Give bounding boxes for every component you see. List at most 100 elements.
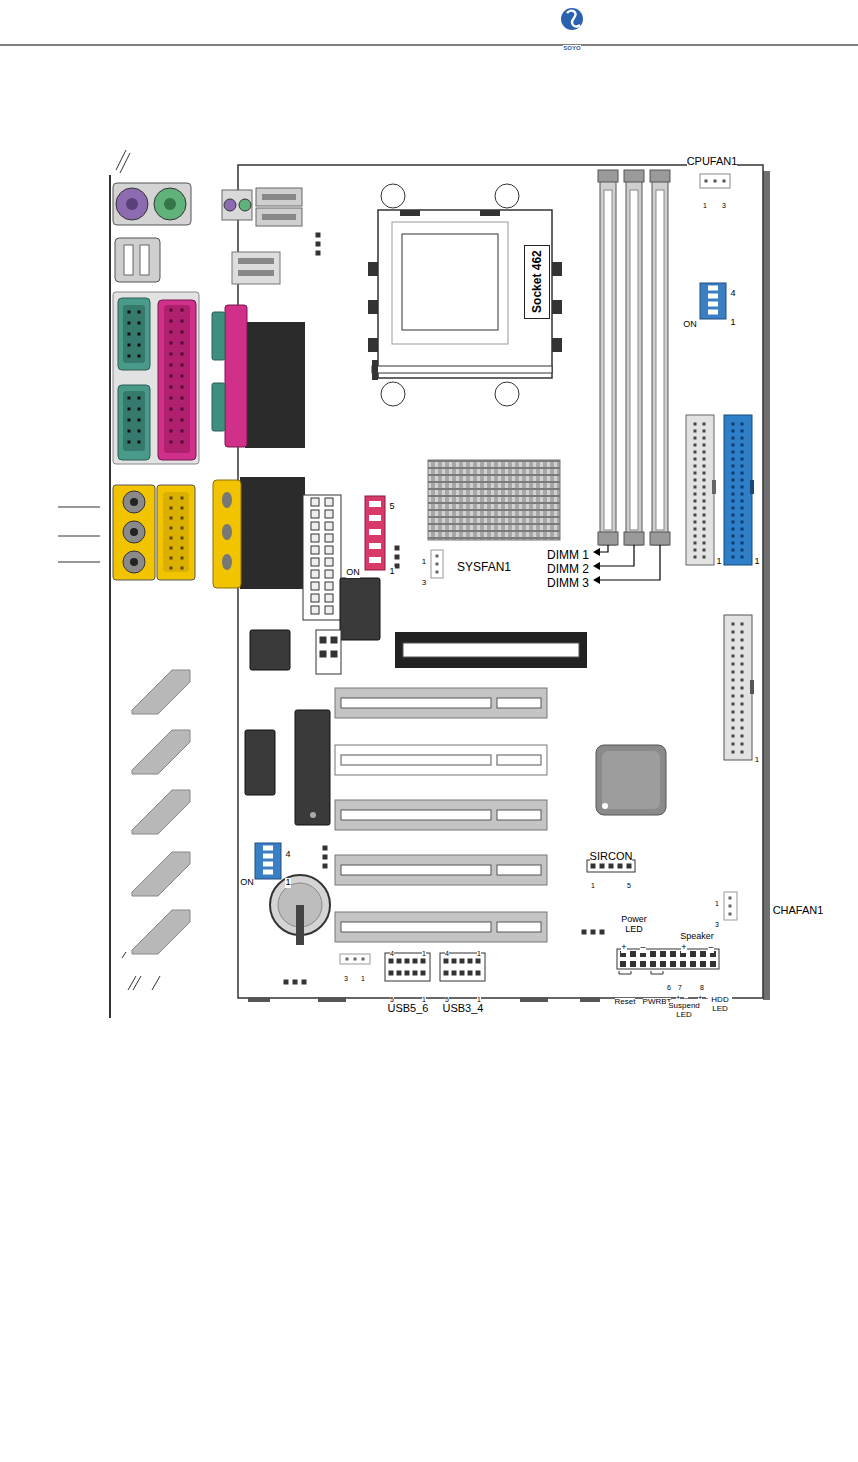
label-holder: 5	[389, 495, 394, 513]
audio-leader-line	[58, 536, 100, 537]
pci-slot	[335, 800, 547, 830]
pin-number: 3	[422, 579, 426, 588]
pin	[263, 870, 273, 875]
pin	[703, 493, 706, 496]
back-panel-ports	[113, 183, 199, 580]
brand-logo	[561, 8, 583, 30]
pin	[369, 543, 381, 549]
label-holder: SIRCON	[590, 846, 633, 864]
pin	[600, 930, 605, 935]
pin-number: 1	[477, 950, 481, 958]
label-holder: 5	[627, 874, 631, 892]
cpu-socket	[378, 210, 552, 378]
pin	[128, 441, 131, 444]
pin	[741, 679, 744, 682]
pin	[325, 510, 333, 518]
page-rule	[0, 44, 858, 45]
pin	[732, 458, 735, 461]
back-panel-ports	[164, 305, 190, 453]
pin-number: 1	[422, 558, 426, 567]
pin-grid	[694, 423, 706, 559]
onboard-io-connector	[262, 214, 296, 220]
pin-number: 1	[716, 557, 721, 567]
pin	[732, 507, 735, 510]
pin	[741, 727, 744, 730]
pin	[732, 472, 735, 475]
pin	[170, 408, 173, 411]
pin	[650, 951, 656, 957]
cpu-socket	[381, 184, 405, 208]
pin	[170, 557, 173, 560]
pin	[284, 980, 289, 985]
pin	[468, 959, 473, 964]
back-panel-ports	[124, 245, 133, 275]
pci-slot	[341, 922, 491, 932]
label-holder: 1	[422, 942, 426, 960]
front-panel-label: Suspend LED	[666, 1002, 702, 1020]
pin	[741, 695, 744, 698]
pin	[694, 507, 697, 510]
pin	[138, 419, 141, 422]
pin	[703, 521, 706, 524]
pin	[181, 408, 184, 411]
pin-grid	[620, 951, 716, 967]
pin	[741, 535, 744, 538]
pin	[703, 451, 706, 454]
pin	[362, 958, 365, 961]
back-panel-ports	[130, 528, 138, 536]
pin	[181, 567, 184, 570]
pin	[181, 353, 184, 356]
pin-grid	[128, 311, 141, 358]
label-holder: +	[676, 986, 681, 1004]
pin	[741, 735, 744, 738]
board-connector	[750, 480, 754, 494]
switch-on-marker: ON	[346, 568, 360, 578]
pin	[316, 251, 321, 256]
pin-number: 7	[678, 984, 682, 992]
pin	[395, 555, 400, 560]
onboard-io-connector	[256, 188, 302, 206]
pin-grid	[732, 623, 744, 754]
pin	[311, 522, 319, 530]
pin	[138, 344, 141, 347]
pin	[170, 441, 173, 444]
onboard-io-connector	[212, 188, 305, 589]
pin	[346, 958, 349, 961]
pin	[170, 419, 173, 422]
front-panel-label: –	[708, 943, 713, 953]
pin-grid	[708, 286, 718, 315]
pin	[714, 180, 717, 183]
audio-leader-line	[58, 507, 100, 562]
pin-grid	[732, 423, 744, 559]
pin	[128, 355, 131, 358]
label-holder: 8	[700, 976, 704, 994]
pin	[703, 500, 706, 503]
back-panel-edge	[122, 952, 126, 958]
pin	[311, 558, 319, 566]
pin	[405, 971, 410, 976]
switch-on-marker: ON	[240, 878, 254, 888]
pin	[741, 430, 744, 433]
pin	[703, 437, 706, 440]
pin	[369, 529, 381, 535]
pin	[369, 557, 381, 563]
pin	[700, 951, 706, 957]
front-panel-label: +	[698, 994, 703, 1003]
pin-grid	[582, 930, 605, 935]
pin-number: 4	[730, 289, 735, 299]
pin	[311, 570, 319, 578]
pin	[170, 364, 173, 367]
pin	[703, 542, 706, 545]
pin-grid	[284, 980, 307, 985]
pin	[325, 498, 333, 506]
pin	[741, 423, 744, 426]
pin	[703, 556, 706, 559]
pin	[138, 333, 141, 336]
onboard-io-connector	[213, 480, 241, 588]
pin	[732, 719, 735, 722]
back-panel-ports	[116, 188, 148, 220]
pin	[703, 430, 706, 433]
dimm-arrowhead	[593, 548, 600, 584]
pin	[421, 971, 426, 976]
